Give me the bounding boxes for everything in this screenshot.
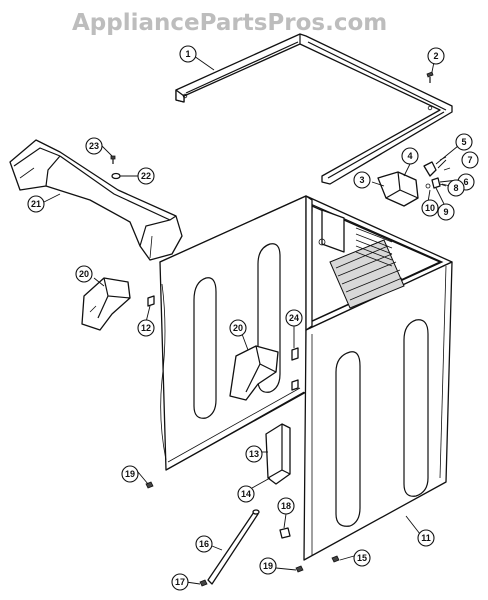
callout-label: 19: [263, 561, 273, 571]
callout-9: 9: [437, 203, 455, 221]
callout-label: 15: [357, 553, 367, 563]
callout-label: 16: [199, 539, 209, 549]
callout-label: 1: [185, 49, 190, 59]
callout-7: 7: [461, 151, 479, 169]
callout-13: 13: [245, 445, 263, 463]
callout-21: 21: [27, 195, 45, 213]
callout-label: 17: [175, 577, 185, 587]
callout-3: 3: [353, 171, 371, 189]
callout-24: 24: [285, 309, 303, 327]
callout-22: 22: [137, 167, 155, 185]
callout-label: 24: [289, 313, 299, 323]
block-18-part: [279, 527, 291, 539]
clip-12-part: [147, 295, 155, 307]
screw-2-part: [426, 71, 434, 83]
callout-10: 10: [421, 199, 439, 217]
hardware-cluster-part: [423, 156, 451, 189]
callout-20b: 20: [229, 319, 247, 337]
top-frame-part: [175, 33, 453, 185]
callout-label: 7: [467, 155, 472, 165]
screw-17-part: [199, 579, 208, 587]
callout-1: 1: [179, 45, 197, 63]
screw-22-part: [111, 172, 121, 180]
bracket-cover-part: [377, 171, 419, 207]
callout-18: 18: [277, 497, 295, 515]
callout-14: 14: [237, 485, 255, 503]
callout-8: 8: [447, 179, 465, 197]
callout-5: 5: [455, 133, 473, 151]
callout-label: 10: [425, 203, 435, 213]
callout-11: 11: [417, 529, 435, 547]
callout-label: 22: [141, 171, 151, 181]
screw-19b-part: [295, 565, 304, 573]
callout-label: 6: [463, 177, 468, 187]
callout-label: 2: [433, 51, 438, 61]
callout-20a: 20: [75, 265, 93, 283]
callout-label: 5: [461, 137, 466, 147]
callout-label: 11: [421, 533, 431, 543]
callout-23: 23: [85, 137, 103, 155]
callout-label: 12: [141, 323, 151, 333]
callout-12: 12: [137, 319, 155, 337]
callout-2: 2: [427, 47, 445, 65]
callout-label: 4: [407, 151, 412, 161]
callout-label: 20: [79, 269, 89, 279]
cabinet-part: [159, 195, 453, 561]
callout-label: 14: [241, 489, 251, 499]
bracket-20a-part: [81, 277, 131, 331]
rod-16-part: [207, 509, 260, 585]
console-trim-part: [9, 139, 183, 261]
callout-label: 19: [125, 469, 135, 479]
screw-15-part: [331, 555, 340, 563]
callout-label: 8: [453, 183, 458, 193]
callout-label: 3: [359, 175, 364, 185]
callout-label: 20: [233, 323, 243, 333]
bracket-20b-part: [229, 345, 279, 401]
callout-15: 15: [353, 549, 371, 567]
leader-lines: [43, 55, 459, 585]
callout-label: 13: [249, 449, 259, 459]
callout-16: 16: [195, 535, 213, 553]
clip-24-part: [291, 347, 299, 391]
callout-4: 4: [401, 147, 419, 165]
callout-label: 18: [281, 501, 291, 511]
watermark-text: AppliancePartsPros.com: [72, 10, 387, 36]
callout-label: 21: [31, 199, 41, 209]
callout-19b: 19: [259, 557, 277, 575]
callout-label: 9: [443, 207, 448, 217]
callout-19a: 19: [121, 465, 139, 483]
callout-label: 23: [89, 141, 99, 151]
callout-17: 17: [171, 573, 189, 591]
bracket-13-part: [265, 423, 291, 485]
screw-23-part: [110, 155, 116, 164]
